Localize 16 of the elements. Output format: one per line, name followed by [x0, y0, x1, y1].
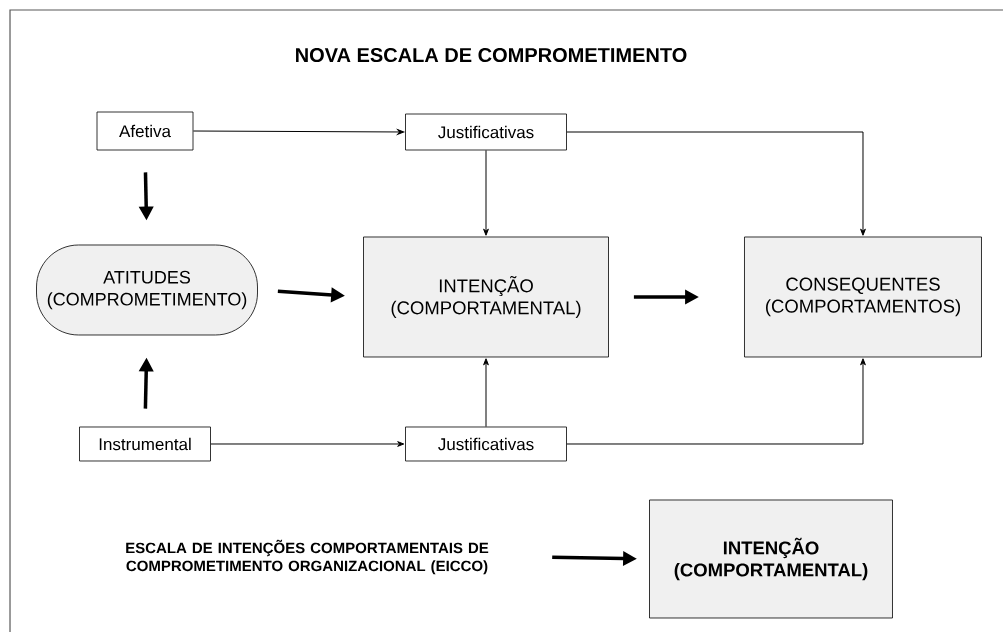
rounded-box: ATITUDES (COMPROMETIMENTO): [36, 244, 258, 336]
process-box: CONSEQUENTES (COMPORTAMENTOS): [744, 236, 982, 358]
arrow: [566, 358, 866, 445]
title: NOVA ESCALA DE COMPROMETIMENTO: [296, 47, 687, 63]
arrow: [566, 131, 866, 236]
label-box: Justificativas: [405, 426, 567, 462]
process-box: INTENÇÃO (COMPORTAMENTAL): [649, 499, 893, 619]
arrow: [210, 441, 405, 447]
scale-label: ESCALA DE INTENÇÕES COMPORTAMENTAIS DE COMPROMETIMENTO ORGANIZACIONAL (EICCO): [126, 539, 489, 575]
arrow: [483, 149, 489, 236]
label-box: Justificativas: [405, 113, 567, 151]
arrow: [192, 129, 405, 135]
label-box: Instrumental: [79, 426, 211, 462]
label-box: Afetiva: [96, 111, 194, 151]
process-box: INTENÇÃO (COMPORTAMENTAL): [363, 236, 609, 358]
arrow: [483, 358, 489, 428]
